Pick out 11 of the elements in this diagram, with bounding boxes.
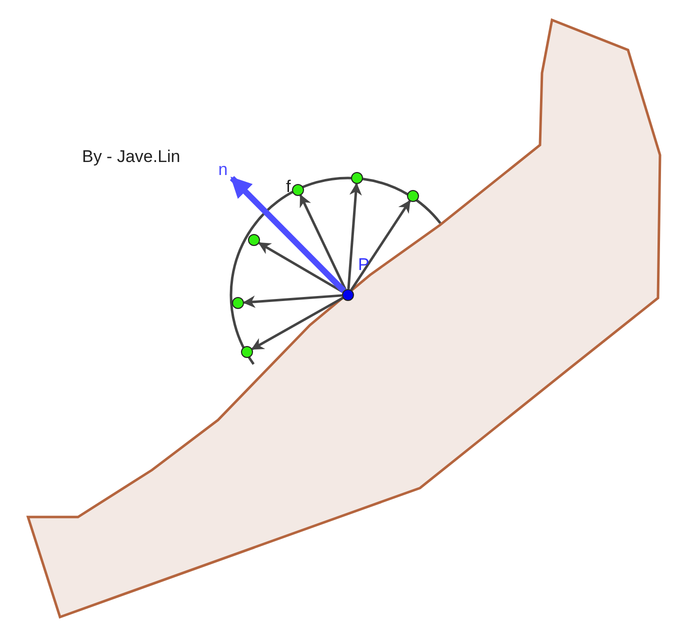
direction-arrow	[350, 200, 411, 291]
direction-arrow	[251, 296, 344, 350]
direction-arrow	[299, 194, 347, 290]
direction-arrow	[242, 294, 342, 308]
author-credit: By - Jave.Lin	[82, 148, 180, 165]
point-label: P	[358, 256, 370, 273]
normal-vector-arrow	[230, 176, 346, 293]
direction-arrow	[347, 182, 362, 290]
vector-label: n	[214, 158, 232, 180]
point-label: f	[286, 178, 291, 195]
direction-arrow	[258, 242, 344, 294]
